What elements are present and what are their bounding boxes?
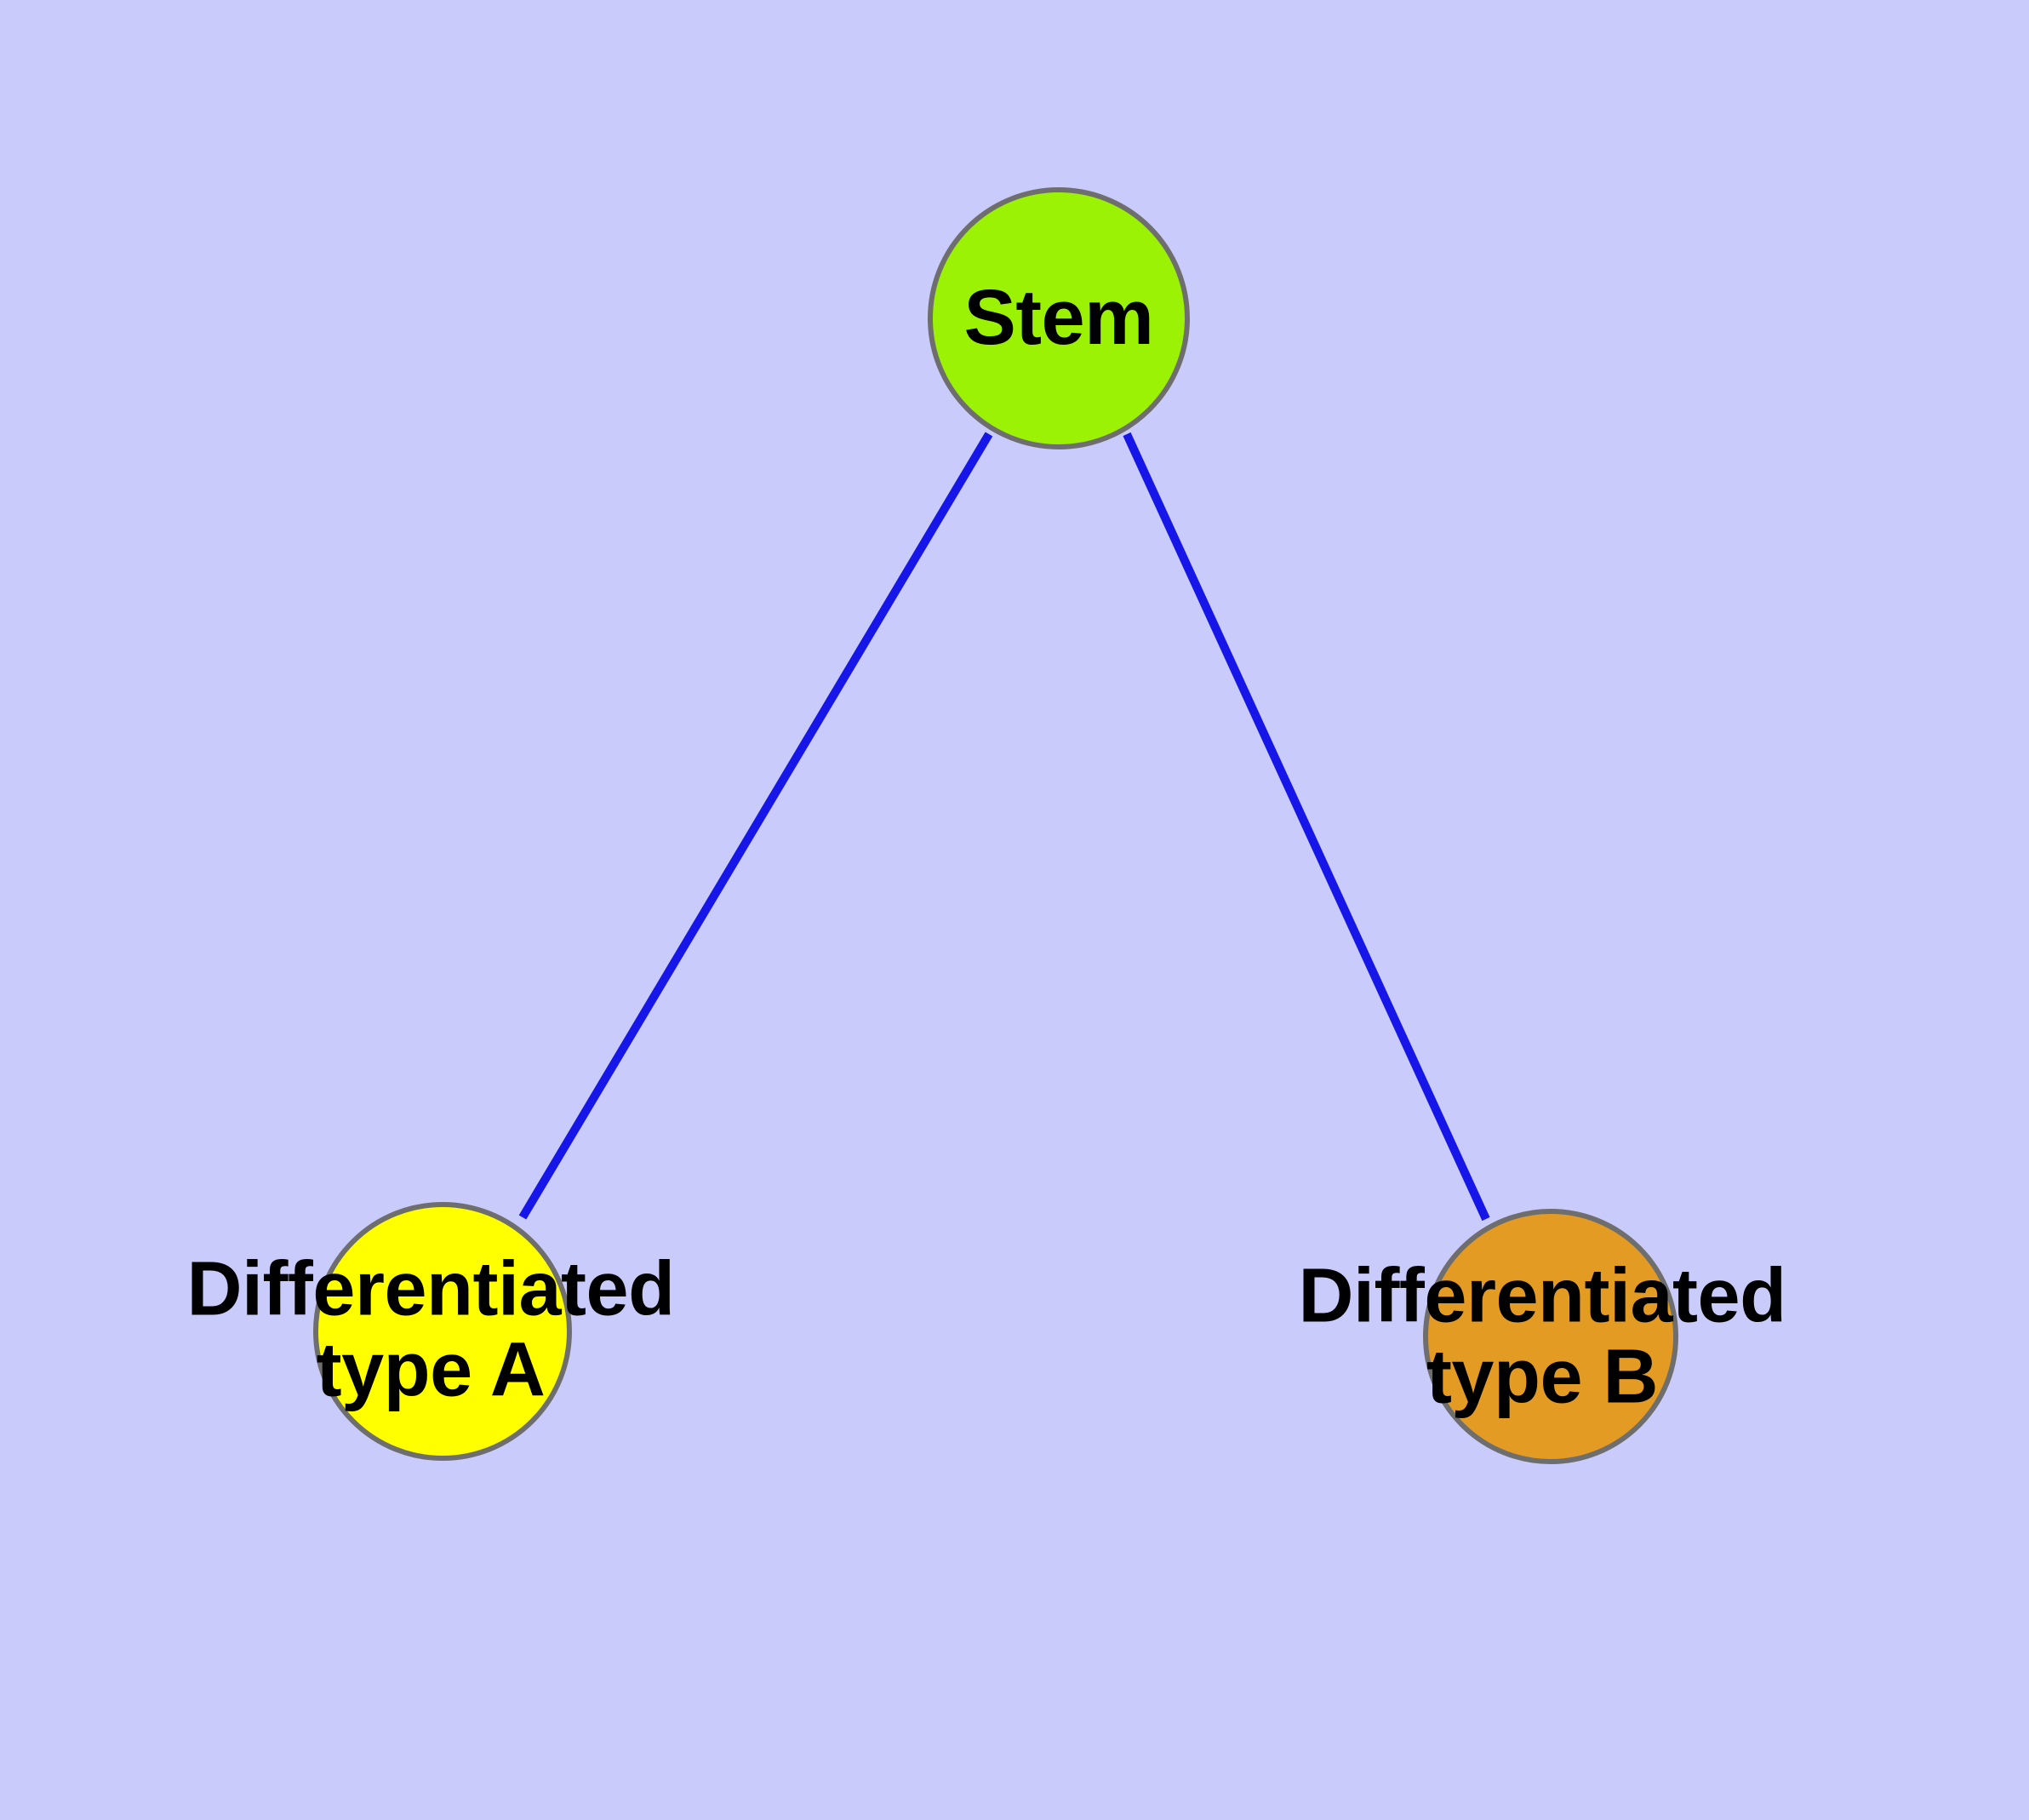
node-label-differentiated-type-b: Differentiated type B bbox=[1298, 1253, 1786, 1420]
edge-stem-to-differentiated-type-b[interactable] bbox=[1123, 432, 1490, 1222]
node-differentiated-type-a[interactable] bbox=[313, 1202, 572, 1461]
edge-stem-to-differentiated-type-a[interactable] bbox=[518, 432, 993, 1220]
node-label-differentiated-type-a: Differentiated type A bbox=[186, 1246, 675, 1413]
node-differentiated-type-b[interactable] bbox=[1423, 1209, 1678, 1464]
node-stem[interactable] bbox=[928, 187, 1190, 449]
node-label-stem: Stem bbox=[963, 274, 1154, 362]
